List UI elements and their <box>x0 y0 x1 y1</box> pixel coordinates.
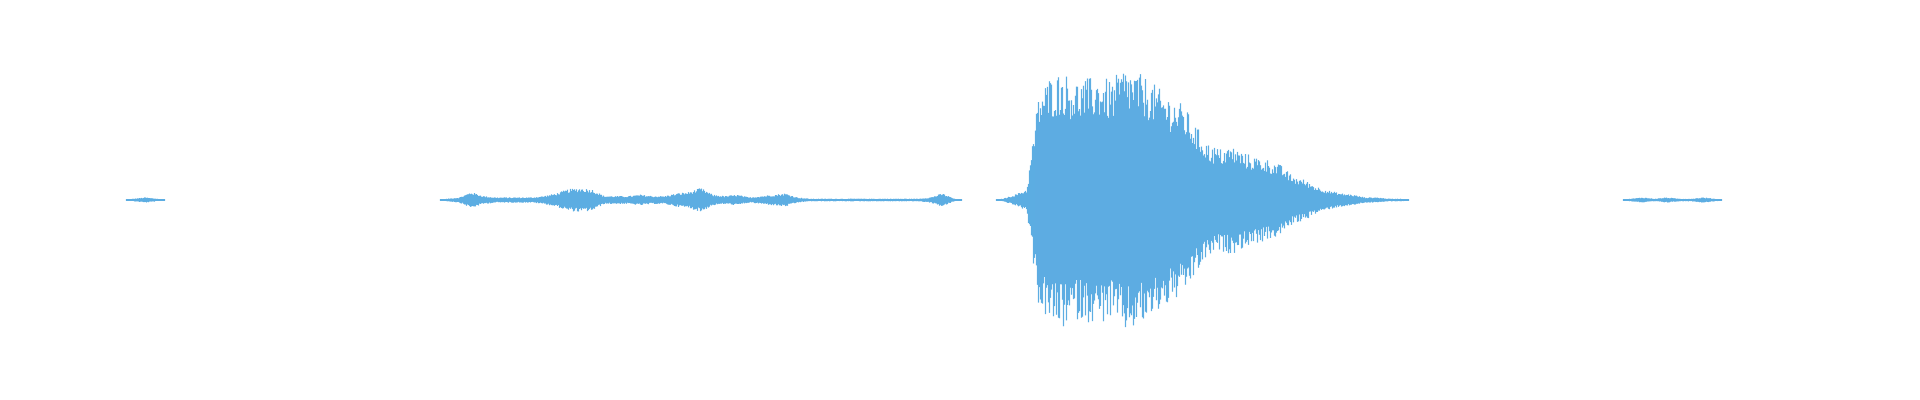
waveform-bars <box>125 73 1723 328</box>
